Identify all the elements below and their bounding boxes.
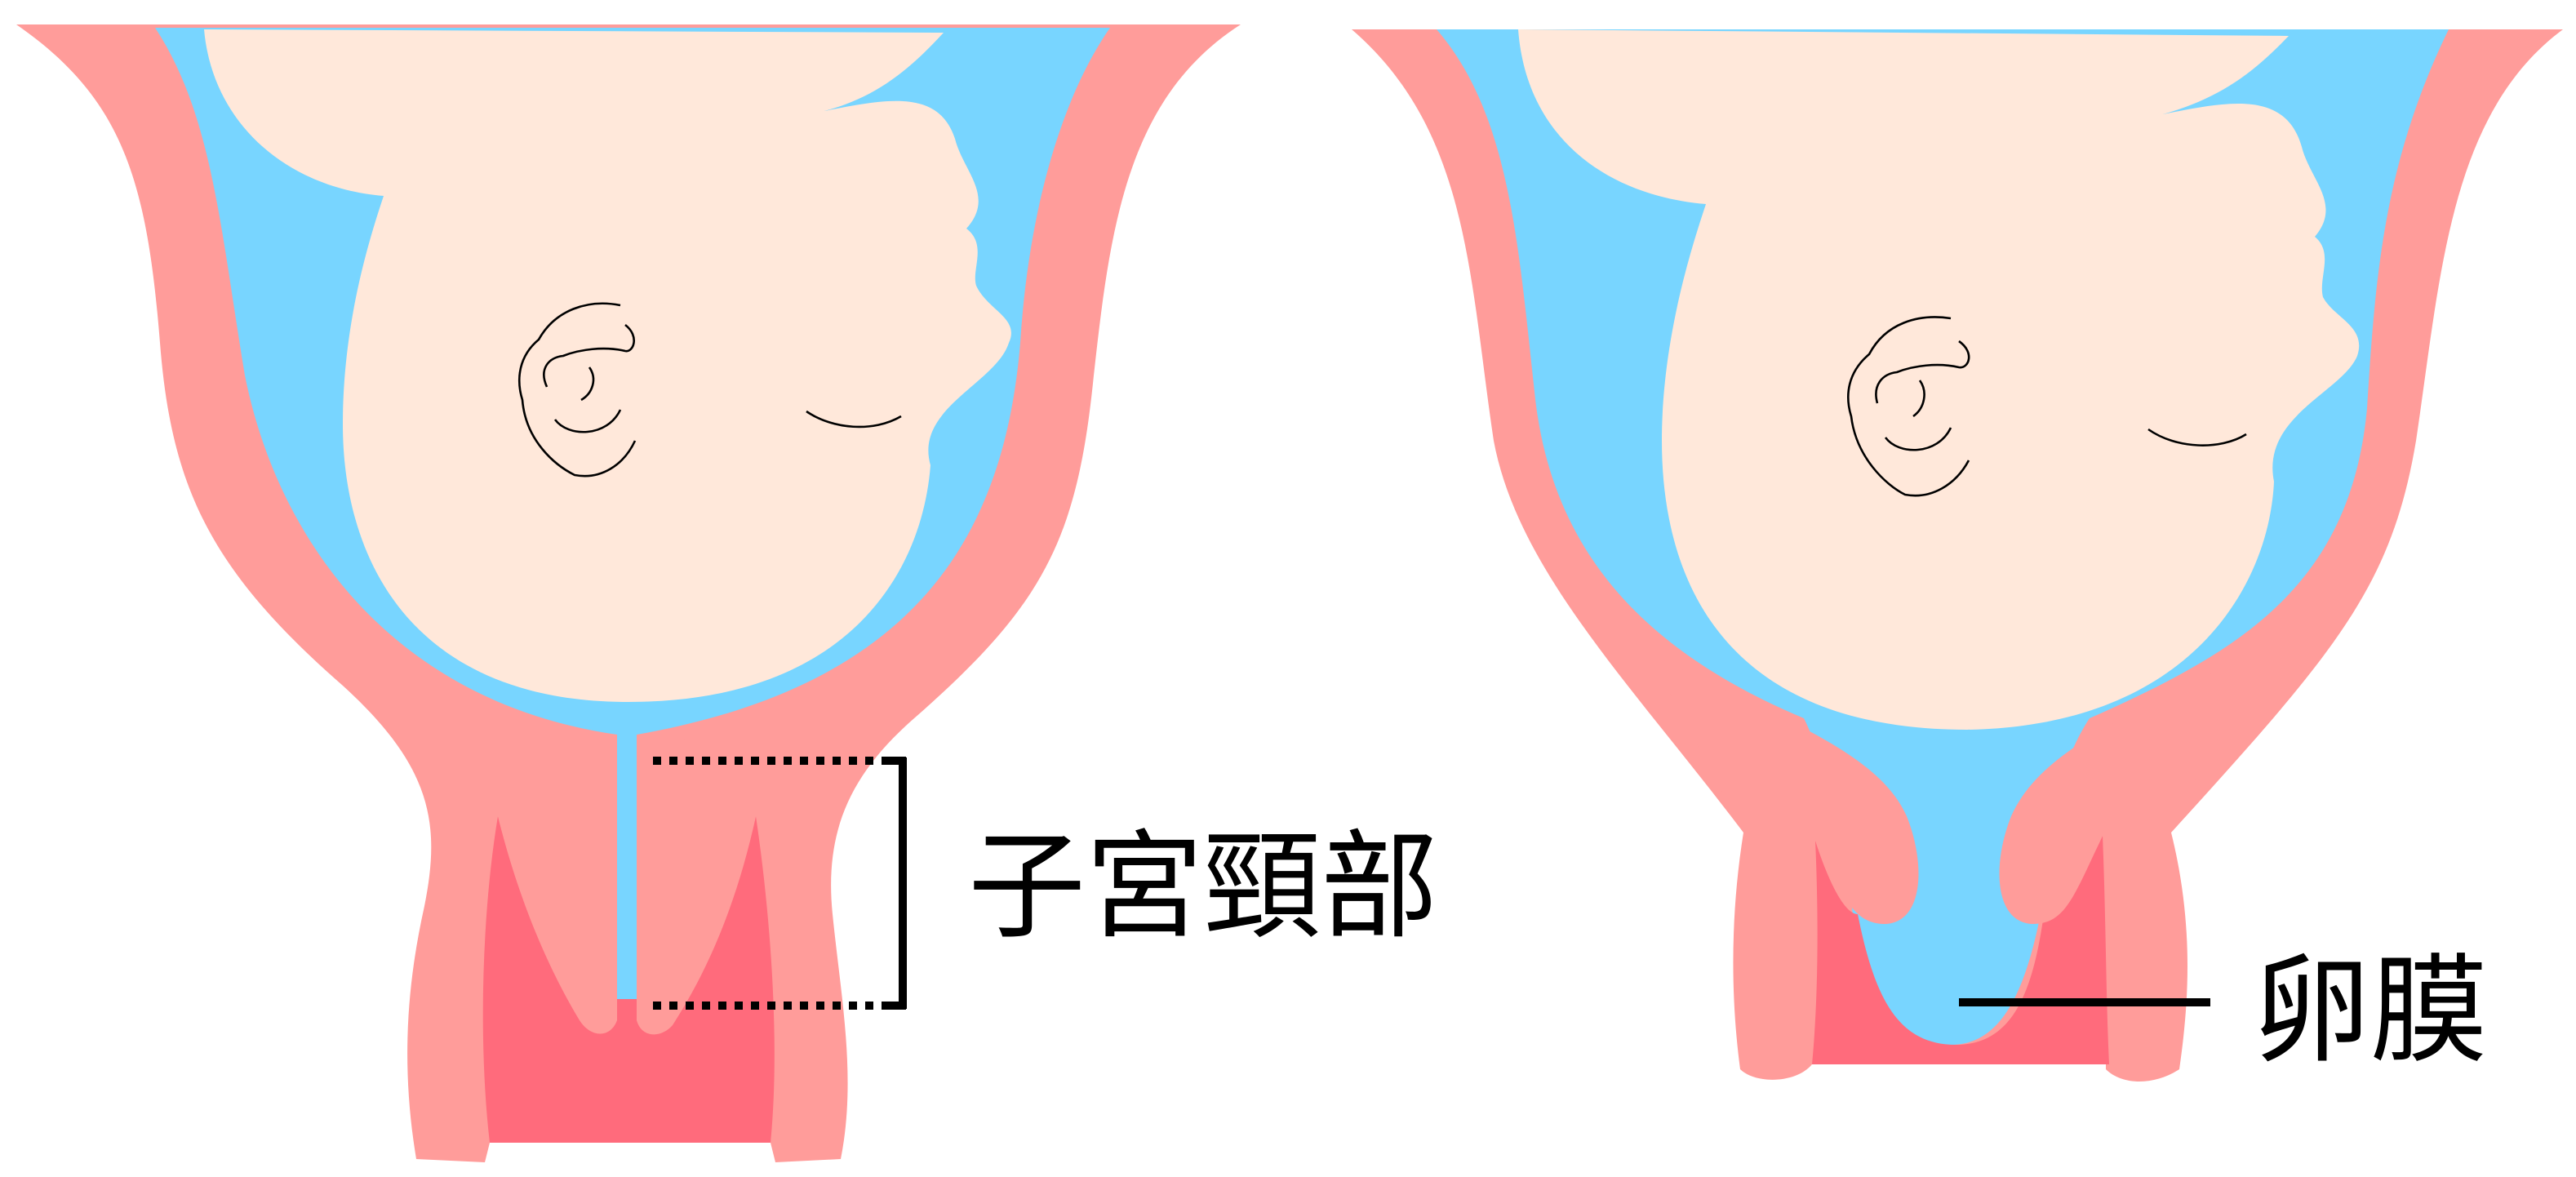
- left-ear-top: [543, 323, 635, 388]
- cervix-bracket: [653, 757, 908, 1010]
- right-cervix-inner: [1812, 836, 2109, 1064]
- left-ear-outer: [517, 302, 637, 477]
- left-fetus-body: [204, 29, 1011, 702]
- left-ear-inner: [580, 366, 595, 402]
- membrane-label: 卵膜: [2253, 942, 2488, 1079]
- right-ear-top: [1875, 340, 1970, 404]
- right-fetus-face: [1847, 316, 2247, 497]
- left-cervix-lip-right: [637, 731, 784, 1035]
- left-panel: 子宮頸部: [16, 24, 1438, 1162]
- right-cervix-lobe-right: [1999, 653, 2253, 924]
- right-ear-lobe: [1884, 427, 1952, 451]
- right-fetus-body: [1518, 29, 2360, 730]
- left-cervix-lip-left: [473, 735, 617, 1034]
- right-cervix-lobe-left: [1649, 653, 1919, 924]
- left-fetus-face: [517, 302, 902, 477]
- right-ear-outer: [1847, 316, 1970, 497]
- right-ear-inner: [1912, 380, 1925, 418]
- right-closed-eye: [2147, 428, 2247, 446]
- right-panel: 卵膜: [1352, 29, 2563, 1082]
- left-cervix-inner: [482, 816, 775, 1143]
- left-closed-eye: [806, 410, 902, 429]
- left-ear-lobe: [553, 409, 622, 433]
- cervix-label: 子宮頸部: [968, 818, 1438, 955]
